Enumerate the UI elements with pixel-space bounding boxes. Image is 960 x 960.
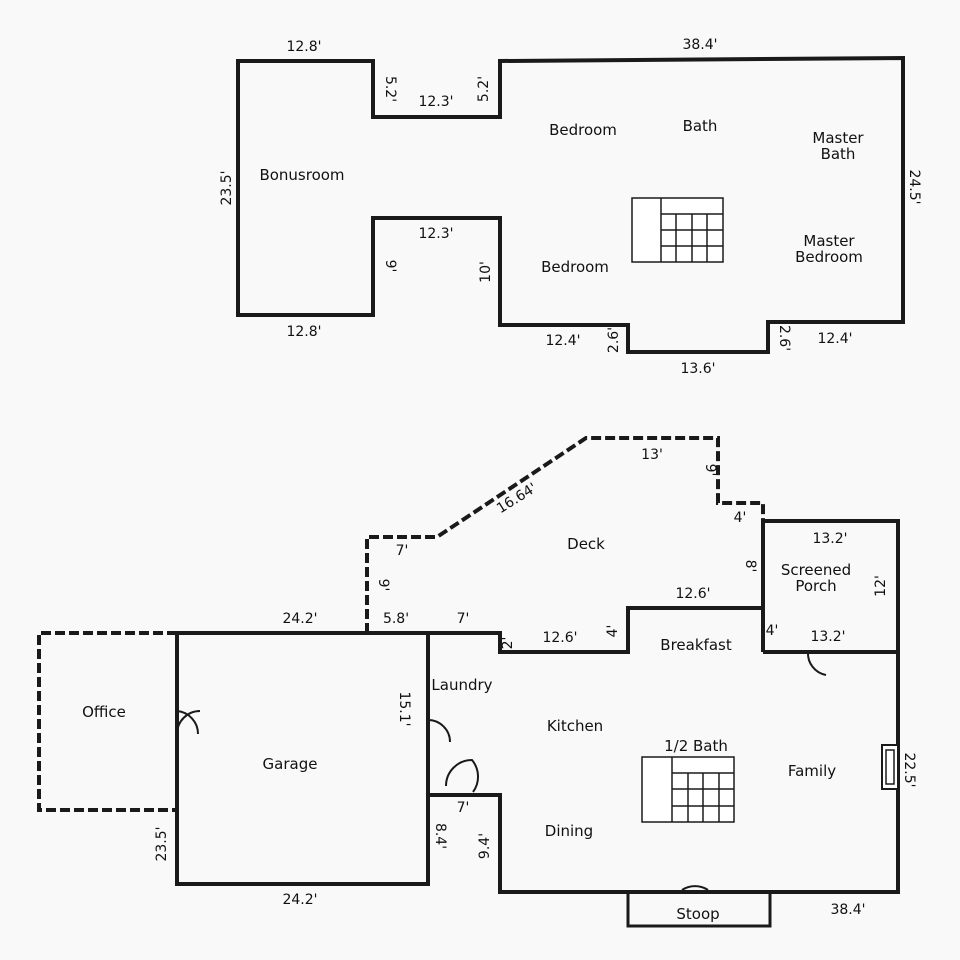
room-laundry: Laundry <box>431 676 492 694</box>
dim-notch-left-top: 5.2' <box>382 76 398 102</box>
dim-family-right: 22.5' <box>901 752 917 787</box>
room-bath: Bath <box>683 117 718 135</box>
dim-bay-width: 13.6' <box>680 361 715 377</box>
dim-upper-right: 24.5' <box>906 169 922 204</box>
dim-deck-right-top: 9' <box>702 464 718 477</box>
dim-dining-notch-left: 8.4' <box>432 823 448 849</box>
dim-deck-bottom-mid: 7' <box>457 611 470 627</box>
dim-bonus-left: 23.5' <box>219 170 235 205</box>
office-door[interactable] <box>176 710 201 735</box>
dim-bottom-right: 12.4' <box>817 331 852 347</box>
dim-deck-inner-top: 12.6' <box>675 586 710 602</box>
room-bedroom-top: Bedroom <box>549 121 617 139</box>
dim-step-2: 2' <box>500 637 516 650</box>
stoop-outline <box>626 892 772 928</box>
dim-notch-right-bottom: 10' <box>478 261 494 283</box>
dim-deck-top: 13' <box>641 447 663 463</box>
office-outline <box>37 631 177 812</box>
dim-porch-left: 4' <box>766 623 779 639</box>
dim-notch-bottom-width: 12.3' <box>418 226 453 242</box>
dim-deck-bottom-left: 5.8' <box>383 611 409 627</box>
dim-porch-top: 13.2' <box>812 531 847 547</box>
room-family: Family <box>788 762 836 780</box>
dim-dining-notch-top: 7' <box>457 800 470 816</box>
room-deck: Deck <box>567 535 605 553</box>
dim-deck-bottom-right: 12.6' <box>542 630 577 646</box>
dim-porch-bottom: 13.2' <box>810 629 845 645</box>
room-stoop: Stoop <box>676 905 719 923</box>
room-dining: Dining <box>545 822 593 840</box>
dim-porch-side: 12' <box>873 575 889 597</box>
kitchen-door[interactable] <box>445 758 479 793</box>
dim-garage-top: 24.2' <box>282 611 317 627</box>
room-breakfast: Breakfast <box>660 636 732 654</box>
dim-notch-right-top: 5.2' <box>476 76 492 102</box>
dim-main-bottom: 38.4' <box>830 902 865 918</box>
dim-bay-right: 2.6' <box>776 325 792 351</box>
laundry-door[interactable] <box>427 719 451 743</box>
dim-upper-top: 38.4' <box>682 37 717 53</box>
dim-laundry-side: 15.1' <box>396 691 412 726</box>
room-office: Office <box>82 703 126 721</box>
garage-outline <box>175 631 430 886</box>
dim-deck-left-top: 7' <box>396 543 409 559</box>
dim-deck-left-side: 9' <box>375 579 391 592</box>
dim-bonus-top: 12.8' <box>286 39 321 55</box>
dim-deck-right-side: 8' <box>742 560 758 573</box>
dim-notch-left-bottom: 9' <box>382 260 398 273</box>
front-door[interactable] <box>681 885 709 891</box>
room-kitchen: Kitchen <box>547 717 603 735</box>
room-bedroom-bottom: Bedroom <box>541 258 609 276</box>
upper-staircase <box>631 197 724 263</box>
dim-deck-step: 4' <box>734 510 747 526</box>
main-house-outline <box>428 519 900 894</box>
dim-garage-side: 23.5' <box>154 826 170 861</box>
main-staircase <box>641 756 735 823</box>
dim-garage-bottom: 24.2' <box>282 892 317 908</box>
dim-dining-left: 9.4' <box>477 833 493 859</box>
room-garage: Garage <box>263 755 318 773</box>
room-bonusroom: Bonusroom <box>259 166 344 184</box>
porch-door[interactable] <box>806 651 827 676</box>
deck-outline <box>365 436 765 654</box>
dim-bay-left: 2.6' <box>606 327 622 353</box>
upper-floor-outline <box>236 55 905 354</box>
dim-bottom-left: 12.4' <box>545 333 580 349</box>
dim-step-4: 4' <box>605 625 621 638</box>
room-half-bath: 1/2 Bath <box>664 737 728 755</box>
dim-bonus-bottom: 12.8' <box>286 324 321 340</box>
fireplace <box>881 744 899 790</box>
dim-notch-top-width: 12.3' <box>418 94 453 110</box>
doors <box>176 651 827 891</box>
